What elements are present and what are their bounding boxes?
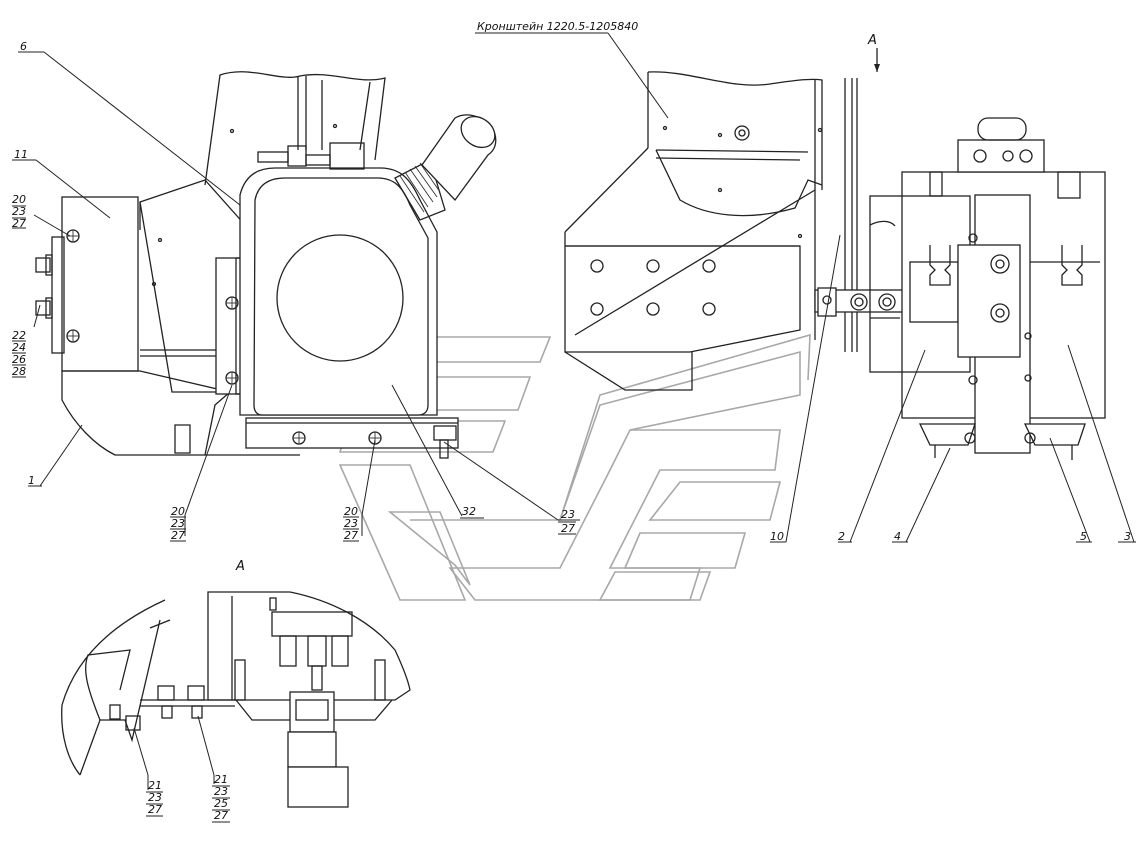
- stack-left-bottom-3: 28: [12, 365, 26, 378]
- stack-mid-center-2: 27: [344, 529, 358, 542]
- stack-left-bottom-0: 22: [12, 329, 26, 342]
- callout-10: 10: [770, 530, 784, 543]
- bracket-caption: Кронштейн 1220.5-1205840: [477, 20, 638, 33]
- callout-labels: A A Кронштейн 1220.5-1205840 6 11 1 32 1…: [12, 20, 1131, 822]
- stack-detail-a-0: 21: [148, 779, 162, 792]
- stack-detail-b-0: 21: [214, 773, 228, 786]
- callout-32: 32: [462, 505, 476, 518]
- stack-detail-a-1: 23: [148, 791, 162, 804]
- detail-view-a: [61, 591, 411, 808]
- stack-detail-b-3: 27: [214, 809, 228, 822]
- stack-left-top-1: 23: [12, 205, 26, 218]
- stack-mid-left-0: 20: [171, 505, 185, 518]
- callout-5: 5: [1080, 530, 1087, 543]
- stack-detail-b-1: 23: [214, 785, 228, 798]
- stack-left-bottom-2: 26: [12, 353, 26, 366]
- stack-left-top-0: 20: [12, 193, 26, 206]
- stack-mid-center-1: 23: [344, 517, 358, 530]
- stack-mid-right-1: 27: [561, 522, 575, 535]
- detail-view-title: A: [235, 559, 245, 574]
- callout-6: 6: [20, 40, 27, 53]
- stack-left-bottom-1: 24: [12, 341, 26, 354]
- callout-3: 3: [1124, 530, 1131, 543]
- stack-detail-b-2: 25: [214, 797, 228, 810]
- callout-11: 11: [14, 148, 28, 161]
- stack-detail-a-2: 27: [148, 803, 162, 816]
- stack-mid-left-1: 23: [171, 517, 185, 530]
- callout-2: 2: [838, 530, 845, 543]
- view-arrow-label: A: [867, 33, 877, 48]
- stack-mid-center-0: 20: [344, 505, 358, 518]
- leader-lines: [12, 32, 1136, 823]
- bracket-view: [564, 48, 912, 391]
- stack-left-top-2: 27: [12, 217, 26, 230]
- callout-4: 4: [894, 530, 901, 543]
- stack-mid-left-2: 27: [171, 529, 185, 542]
- plate-part-11: [61, 196, 139, 372]
- stack-mid-right-0: 23: [561, 508, 575, 521]
- left-assembly-view: [35, 71, 497, 459]
- callout-1: 1: [28, 474, 35, 487]
- right-battery-view: [869, 117, 1106, 460]
